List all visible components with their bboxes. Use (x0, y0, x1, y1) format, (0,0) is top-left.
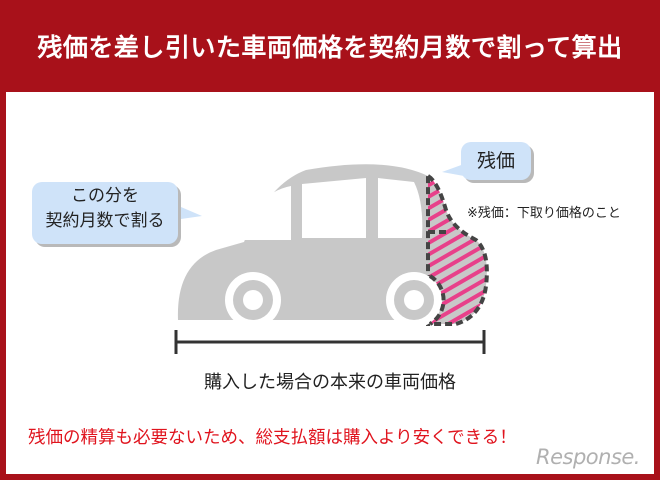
bubble-line: この分を (71, 186, 139, 206)
rear-wheel (386, 272, 446, 328)
front-wheel (225, 272, 281, 328)
benefit-message: 残価の精算も必要ないため、総支払額は購入より安くできる！ (28, 428, 517, 448)
monthly-division-bubble: この分を 契約月数で割る (32, 182, 178, 244)
bubble-tail (174, 204, 202, 220)
bubble-tail (442, 164, 464, 176)
car-diagram (174, 164, 489, 354)
bubble-line: 契約月数で割る (45, 211, 165, 231)
response-logo: Response. (536, 445, 640, 469)
diagram-panel: この分を 契約月数で割る 残価 ※残価：下取り価格のこと 購入した場合の本来の車… (6, 92, 654, 474)
header-title: 残価を差し引いた車両価格を契約月数で割って算出 (0, 0, 660, 92)
original-price-caption: 購入した場合の本来の車両価格 (204, 372, 456, 393)
price-range-bracket (174, 330, 486, 354)
residual-note: ※残価：下取り価格のこと (467, 206, 621, 221)
residual-value-bubble: 残価 (461, 142, 531, 180)
residual-value-area (426, 172, 489, 326)
